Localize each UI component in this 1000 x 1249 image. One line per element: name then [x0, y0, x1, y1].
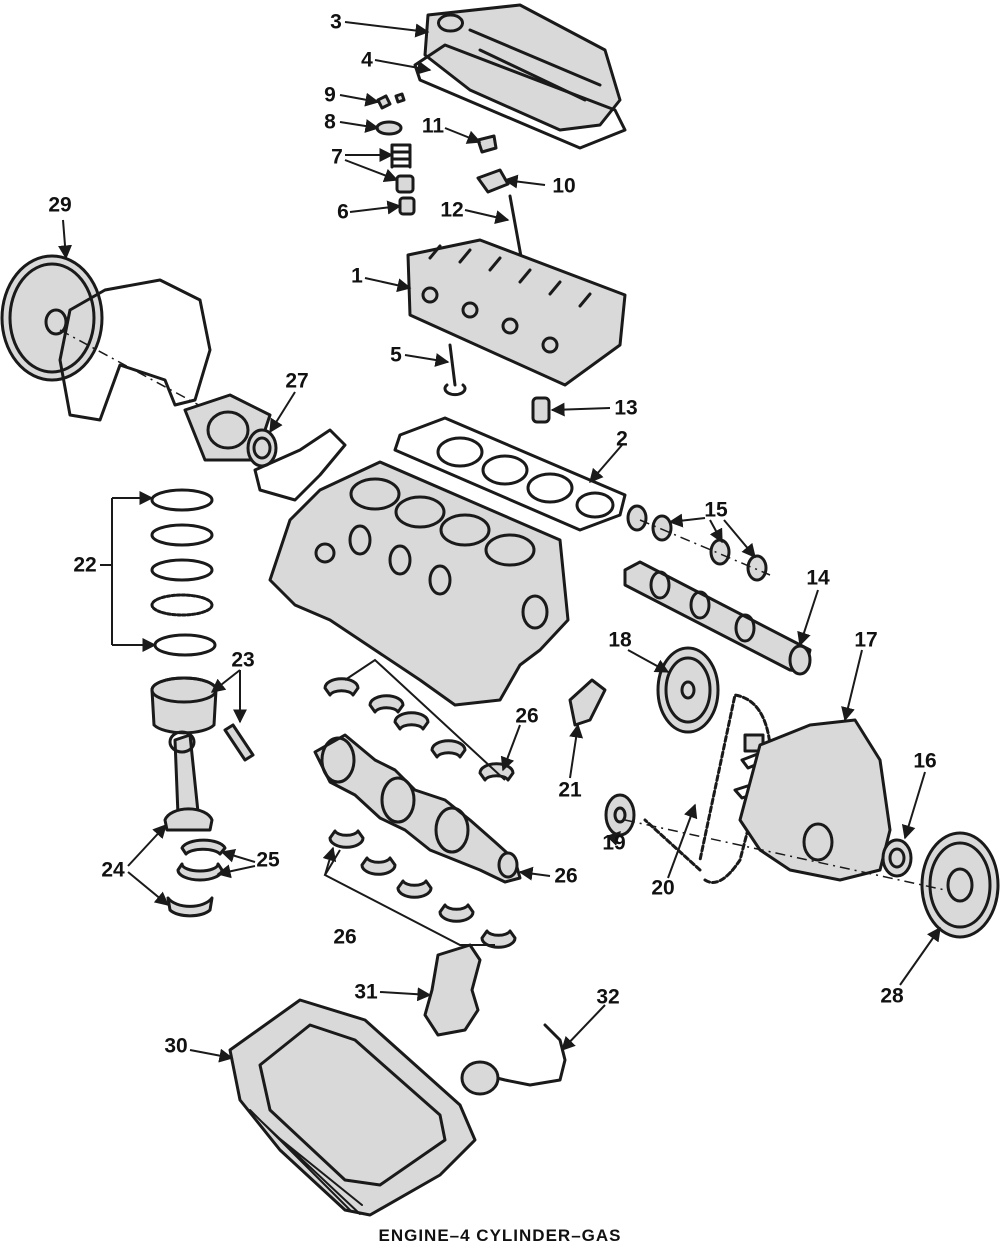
callout-17: 17 [854, 628, 878, 652]
rear-main-seal [246, 428, 278, 468]
callout-27: 26 [554, 864, 578, 888]
callout-15: 15 [704, 498, 728, 522]
valve-seal [398, 196, 416, 216]
piston-rings [150, 488, 217, 657]
callout-1: 1 [351, 264, 363, 288]
valve [443, 343, 467, 397]
callout-2: 2 [616, 427, 628, 451]
crankshaft-sprocket [604, 793, 636, 837]
callout-6: 6 [337, 200, 349, 224]
valve-springs [390, 143, 415, 194]
callout-33: 32 [596, 985, 620, 1009]
leader-lines [58, 21, 941, 1063]
camshaft [623, 560, 812, 676]
front-crank-seal [881, 838, 913, 878]
callout-7: 7 [331, 145, 343, 169]
cylinder-head [406, 238, 627, 387]
callout-3: 3 [330, 10, 342, 34]
lower-main-bearings [328, 829, 517, 949]
callout-28: 27 [285, 369, 309, 393]
engine-rear-plate [58, 278, 212, 422]
valve-cover-gasket [413, 43, 627, 150]
pushrod [508, 194, 524, 264]
callout-4: 4 [361, 48, 373, 72]
callout-19: 19 [602, 831, 626, 855]
valve-keepers [376, 92, 406, 110]
callout-24: 24 [101, 858, 125, 882]
callout-26-lower: 26 [333, 925, 357, 949]
rocker-arm [476, 168, 510, 194]
callout-31: 30 [164, 1034, 188, 1058]
callout-22: 22 [73, 553, 97, 577]
camshaft-bearings [626, 504, 768, 582]
callout-29: 28 [880, 984, 904, 1008]
callout-8: 8 [324, 110, 336, 134]
head-gasket [393, 416, 627, 532]
diagram-caption: ENGINE–4 CYLINDER–GAS [378, 1226, 622, 1245]
valve-spring-retainer [375, 120, 403, 136]
callout-14: 14 [806, 566, 830, 590]
callout-32: 31 [354, 980, 378, 1004]
chain-tensioner [568, 678, 607, 727]
oil-pump-pickup [460, 1023, 567, 1096]
callout-10: 10 [552, 174, 576, 198]
rod-bearings [176, 838, 227, 882]
connecting-rod-cap [166, 896, 214, 918]
callout-30: 29 [48, 193, 72, 217]
engine-block [268, 460, 570, 707]
callout-5: 5 [390, 343, 402, 367]
callout-25: 25 [256, 848, 280, 872]
valve-lifter [531, 396, 551, 424]
callout-18: 18 [608, 628, 632, 652]
rear-cover-gasket [253, 428, 347, 502]
callout-21: 21 [558, 778, 582, 802]
valve-cover [423, 3, 622, 132]
crankshaft [313, 733, 522, 884]
callout-26-upper: 26 [515, 704, 539, 728]
flywheel [0, 254, 104, 382]
piston [150, 676, 218, 735]
callout-20: 20 [651, 876, 675, 900]
piston-pin [223, 723, 255, 762]
callout-9: 9 [324, 83, 336, 107]
camshaft-sprocket [656, 646, 720, 734]
callout-11: 11 [421, 114, 445, 138]
rocker-ball [476, 134, 498, 154]
timing-cover [738, 718, 892, 882]
callout-23: 23 [231, 648, 255, 672]
crankshaft-pulley [920, 831, 1000, 939]
callout-12: 12 [440, 198, 464, 222]
callout-13: 13 [614, 396, 638, 420]
oil-pan [228, 998, 477, 1217]
connecting-rod [163, 730, 214, 832]
callout-16: 16 [913, 749, 937, 773]
upper-main-bearings [323, 677, 515, 782]
oil-pump [423, 943, 482, 1037]
